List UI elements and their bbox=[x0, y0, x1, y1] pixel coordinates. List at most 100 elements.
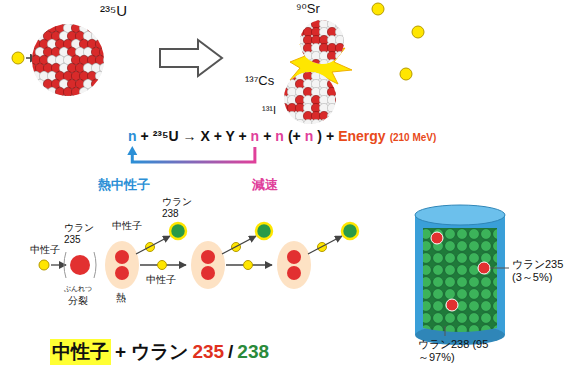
ball bbox=[79, 87, 88, 96]
ball bbox=[311, 63, 320, 72]
neutron-label: 中性子 bbox=[30, 244, 60, 256]
neutron-label: 中性子 bbox=[112, 220, 142, 232]
neutron bbox=[244, 261, 253, 270]
ball bbox=[83, 15, 92, 24]
heat-label: 熱 bbox=[116, 292, 126, 304]
ball bbox=[279, 63, 288, 72]
ball bbox=[103, 23, 112, 32]
ball bbox=[335, 19, 344, 28]
ball bbox=[75, 15, 84, 24]
ball bbox=[335, 103, 344, 112]
ball bbox=[107, 47, 116, 56]
ball bbox=[99, 79, 108, 88]
ball bbox=[91, 95, 100, 104]
ball bbox=[279, 79, 288, 88]
ball bbox=[59, 95, 68, 104]
ball bbox=[95, 87, 104, 96]
ball bbox=[87, 87, 96, 96]
ball bbox=[23, 71, 32, 80]
neutron-title: 中性子 bbox=[50, 339, 111, 365]
uranium-235-share: ウラン235 (3～5%) bbox=[512, 258, 576, 283]
equation-text: (+ bbox=[288, 128, 301, 144]
ball bbox=[335, 79, 344, 88]
ball bbox=[335, 63, 344, 72]
ball bbox=[343, 43, 352, 52]
ball bbox=[343, 51, 352, 60]
reaction-arrow bbox=[160, 40, 222, 76]
ball bbox=[83, 95, 92, 104]
ball bbox=[107, 95, 116, 104]
ball bbox=[303, 59, 312, 68]
ball bbox=[295, 51, 304, 60]
fragment bbox=[287, 250, 301, 264]
neutron bbox=[400, 68, 412, 80]
ball bbox=[43, 15, 52, 24]
ball bbox=[27, 95, 36, 104]
isotope-label: ²³⁵U bbox=[100, 2, 127, 19]
fuel-rod bbox=[415, 205, 509, 345]
fragment bbox=[115, 250, 129, 264]
ball bbox=[99, 31, 108, 40]
ball bbox=[327, 63, 336, 72]
ball bbox=[335, 11, 344, 20]
ball bbox=[335, 59, 344, 68]
ball bbox=[103, 87, 112, 96]
ball bbox=[335, 51, 344, 60]
ball bbox=[51, 95, 60, 104]
uranium-238 bbox=[342, 223, 358, 239]
ball bbox=[279, 111, 288, 120]
ball bbox=[23, 55, 32, 64]
ball bbox=[311, 59, 320, 68]
neutron-symbol: n bbox=[128, 128, 137, 144]
ball bbox=[99, 95, 108, 104]
ball bbox=[287, 71, 296, 80]
fission-glow bbox=[105, 241, 139, 289]
fragment bbox=[201, 250, 215, 264]
fragment bbox=[287, 266, 301, 280]
ball bbox=[59, 15, 68, 24]
ball bbox=[335, 71, 344, 80]
uranium-238 bbox=[256, 223, 272, 239]
ball bbox=[107, 79, 116, 88]
uranium-label: ウラン 235 bbox=[64, 222, 96, 245]
ball bbox=[95, 23, 104, 32]
ball bbox=[303, 63, 312, 72]
ball bbox=[343, 35, 352, 44]
ball bbox=[327, 111, 336, 120]
equation-text: ) bbox=[317, 128, 322, 144]
ball bbox=[67, 95, 76, 104]
equation-text: + bbox=[326, 128, 334, 144]
neutron-path bbox=[136, 236, 170, 254]
ball bbox=[343, 27, 352, 36]
ball bbox=[31, 23, 40, 32]
ball bbox=[295, 119, 304, 128]
neutron-symbol: n bbox=[305, 128, 314, 144]
title-text: + ウラン bbox=[115, 339, 188, 365]
ball bbox=[295, 63, 304, 72]
energy-burst bbox=[290, 38, 352, 88]
ball bbox=[343, 11, 352, 20]
ball bbox=[335, 111, 344, 120]
equation-text: + bbox=[263, 128, 271, 144]
ball bbox=[35, 95, 44, 104]
fission-glow bbox=[277, 241, 311, 289]
uranium-238 bbox=[170, 223, 186, 239]
ball bbox=[35, 15, 44, 24]
neutron-path bbox=[222, 236, 256, 254]
ball bbox=[23, 39, 32, 48]
title-text: / bbox=[228, 341, 233, 363]
fragment bbox=[115, 266, 129, 280]
ball bbox=[279, 71, 288, 80]
ball bbox=[51, 15, 60, 24]
ball bbox=[319, 11, 328, 20]
thermal-neutron-label: 熱中性子 bbox=[98, 178, 150, 193]
ball bbox=[311, 119, 320, 128]
fission-label: 分裂 bbox=[68, 295, 88, 307]
ball bbox=[91, 15, 100, 24]
ball bbox=[39, 87, 48, 96]
isotope-label: ⁹⁰Sr bbox=[296, 2, 320, 17]
neutron bbox=[412, 26, 424, 38]
ball bbox=[335, 119, 344, 128]
fission-glow bbox=[191, 241, 225, 289]
